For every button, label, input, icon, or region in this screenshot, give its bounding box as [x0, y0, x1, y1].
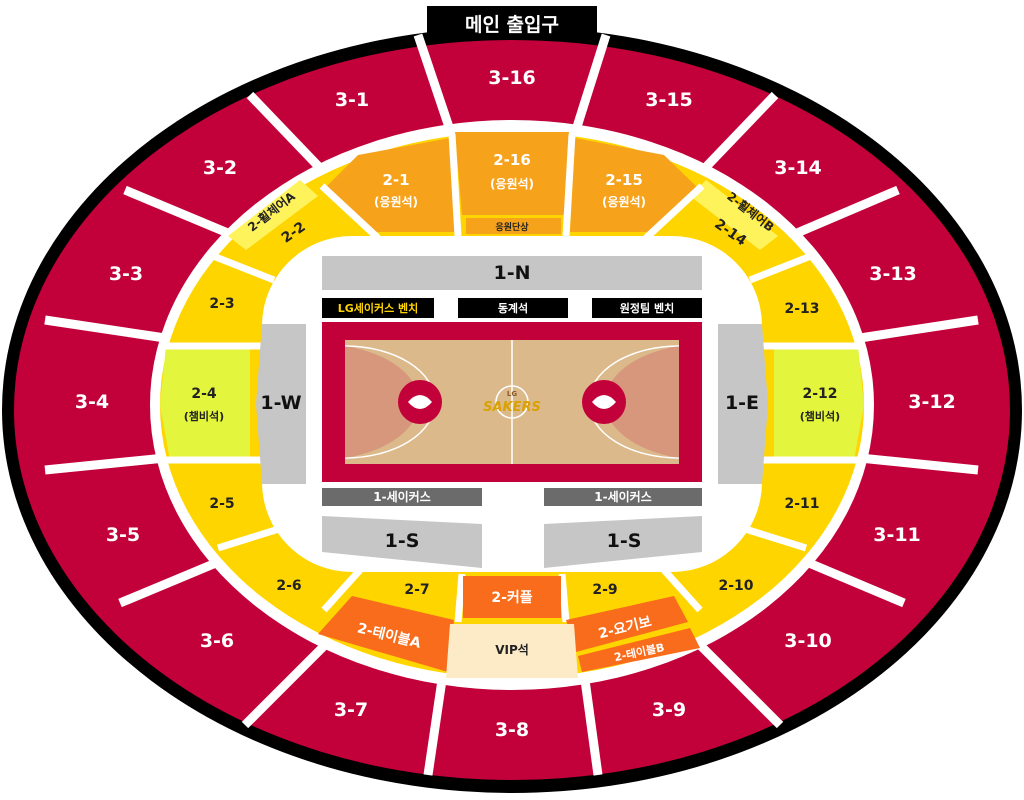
label-2-7: 2-7 — [404, 582, 429, 598]
label-3-5: 3-5 — [106, 524, 140, 546]
paint-right — [605, 346, 679, 458]
court-brand-small: LG — [507, 390, 517, 398]
label-cheer-stage: 응원단상 — [495, 221, 529, 233]
section-1-s-right[interactable] — [544, 516, 702, 568]
section-vip[interactable] — [446, 624, 578, 678]
label-3-9: 3-9 — [652, 699, 686, 721]
label-3-6: 3-6 — [200, 630, 234, 652]
court-brand-name: SAKERS — [483, 400, 541, 415]
label-3-10: 3-10 — [784, 630, 832, 652]
label-2-13: 2-13 — [784, 301, 819, 317]
section-1-n[interactable] — [322, 256, 702, 290]
label-vip: VIP석 — [495, 643, 529, 657]
section-2-12[interactable] — [774, 346, 864, 460]
main-entrance-label: 메인 출입구 — [427, 6, 597, 40]
section-1-e[interactable] — [718, 324, 768, 484]
label-1-n: 1-N — [493, 262, 530, 284]
label-2-10: 2-10 — [718, 578, 753, 594]
label-3-3: 3-3 — [109, 263, 143, 285]
scorer-table — [458, 298, 568, 318]
section-2-wheelchair-a[interactable] — [228, 180, 318, 250]
tier3-dividers — [44, 33, 979, 776]
label-3-2: 3-2 — [203, 157, 237, 179]
label-3-16: 3-16 — [488, 67, 536, 89]
label-2-15: 2-15 — [605, 171, 643, 189]
section-2-4[interactable] — [160, 346, 250, 460]
section-2-table-b[interactable] — [578, 628, 700, 672]
sublabel-2-15: (응원석) — [602, 194, 646, 209]
label-2-couple: 2-커플 — [491, 590, 532, 606]
label-1-e: 1-E — [725, 392, 759, 414]
section-2-table-a[interactable] — [318, 596, 454, 672]
label-1-s-right: 1-S — [607, 530, 642, 552]
label-3-7: 3-7 — [334, 699, 368, 721]
label-home-bench: LG세이커스 벤치 — [338, 301, 419, 315]
section-2-16[interactable] — [455, 132, 569, 215]
label-1-sakers-right: 1-세이커스 — [594, 489, 652, 504]
label-2-9: 2-9 — [592, 582, 617, 598]
label-2-11: 2-11 — [784, 496, 819, 512]
label-away-bench: 원정팀 벤치 — [620, 301, 674, 315]
section-2-couple[interactable] — [463, 576, 561, 618]
label-2-3: 2-3 — [209, 296, 234, 312]
section-1-w[interactable] — [256, 324, 306, 484]
sublabel-2-1: (응원석) — [374, 194, 418, 209]
label-3-11: 3-11 — [873, 524, 921, 546]
label-2-5: 2-5 — [209, 496, 234, 512]
label-3-15: 3-15 — [645, 89, 693, 111]
label-1-sakers-left: 1-세이커스 — [373, 489, 431, 504]
section-2-wheelchair-b[interactable] — [690, 180, 778, 250]
court-logo-right — [582, 380, 626, 424]
sublabel-2-12: (챔비석) — [800, 409, 840, 423]
label-3-1: 3-1 — [335, 89, 369, 111]
cheer-stage[interactable] — [466, 218, 561, 234]
label-scorer-table: 동계석 — [498, 301, 528, 315]
court-logo-left — [398, 380, 442, 424]
section-2-15[interactable] — [570, 138, 698, 232]
label-3-8: 3-8 — [495, 719, 529, 741]
label-1-w: 1-W — [260, 392, 301, 414]
sublabel-2-16: (응원석) — [490, 176, 534, 191]
section-1-sakers-right[interactable] — [544, 488, 702, 506]
label-2-12: 2-12 — [802, 386, 837, 402]
section-2-yogibo[interactable] — [566, 596, 688, 652]
label-2-6: 2-6 — [276, 578, 301, 594]
section-1-s-left[interactable] — [322, 516, 482, 568]
home-bench — [322, 298, 434, 318]
label-3-13: 3-13 — [869, 263, 917, 285]
label-2-1: 2-1 — [382, 171, 409, 189]
section-2-1[interactable] — [325, 138, 455, 232]
away-bench — [592, 298, 702, 318]
label-3-4: 3-4 — [75, 391, 109, 413]
label-1-s-left: 1-S — [385, 530, 420, 552]
paint-left — [345, 346, 419, 458]
section-1-sakers-left[interactable] — [322, 488, 482, 506]
label-2-16: 2-16 — [493, 151, 531, 169]
label-3-12: 3-12 — [908, 391, 956, 413]
label-2-4: 2-4 — [191, 386, 217, 402]
tier2-dividers — [164, 133, 860, 623]
sublabel-2-4: (챔비석) — [184, 409, 224, 423]
label-3-14: 3-14 — [774, 157, 822, 179]
